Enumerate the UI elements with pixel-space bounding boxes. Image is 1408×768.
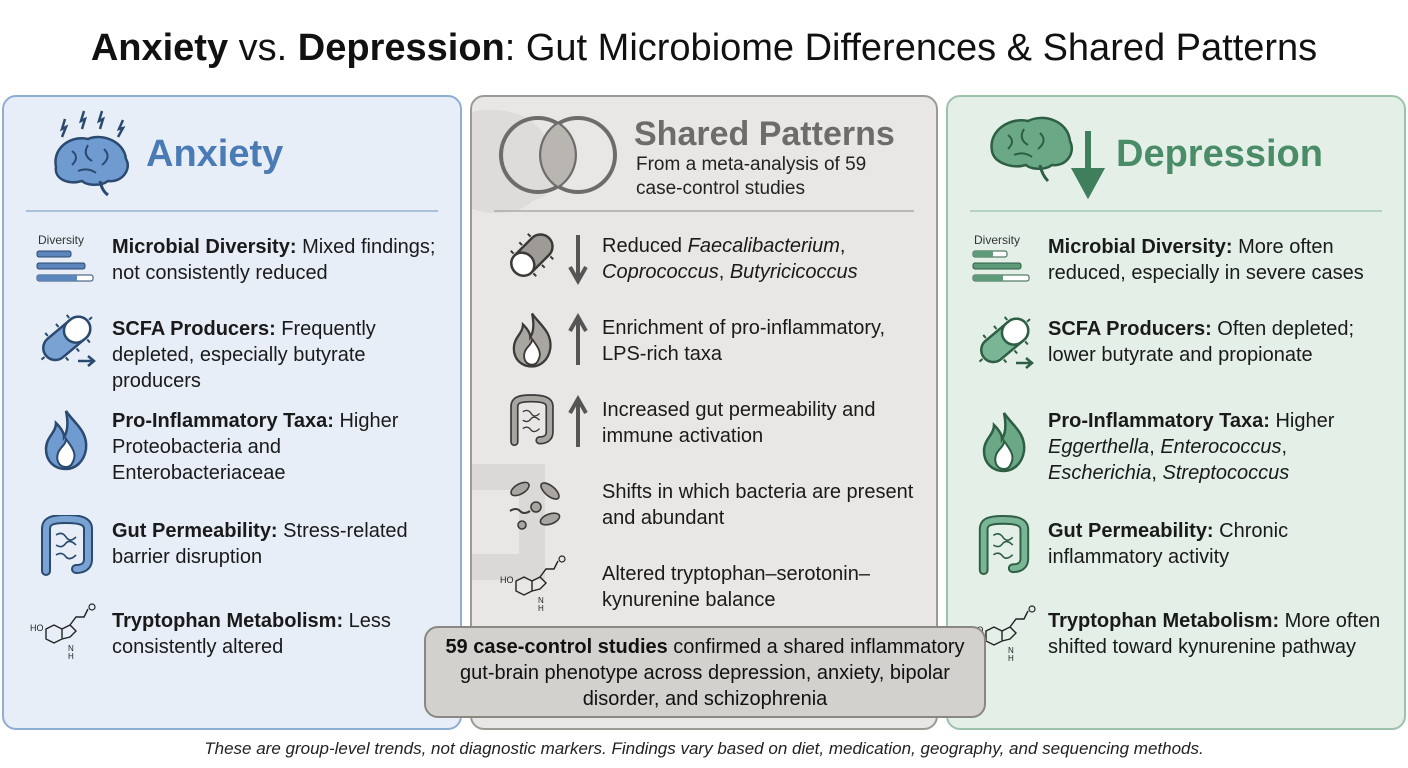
shared-heading: Shared Patterns [634, 115, 895, 153]
anxiety-item-inflammatory: Pro-Inflammatory Taxa: Higher Proteobact… [112, 410, 399, 484]
svg-text:HO: HO [30, 623, 44, 633]
anxiety-item-tryptophan: Tryptophan Metabolism: Less consistently… [112, 610, 391, 658]
svg-text:H: H [1008, 654, 1014, 663]
anxiety-item-scfa: SCFA Producers: Frequently depleted, esp… [112, 318, 376, 392]
shared-item-reduced: Reduced Faecalibacterium,Coprococcus, Bu… [602, 235, 858, 283]
svg-text:HO: HO [500, 575, 514, 585]
background-brain-gut-illustration [472, 109, 558, 580]
shared-item-tryptophan: Altered tryptophan–serotonin–kynurenine … [602, 563, 870, 611]
footer-disclaimer: These are group-level trends, not diagno… [204, 739, 1204, 758]
page-title: Anxiety vs. Depression: Gut Microbiome D… [0, 26, 1408, 70]
flame-icon [512, 312, 552, 368]
flame-icon [44, 410, 88, 471]
down-arrow-icon [568, 235, 588, 285]
meta-analysis-callout: 59 case-control studies confirmed a shar… [424, 626, 986, 718]
svg-text:N: N [1008, 646, 1014, 655]
flame-icon [982, 412, 1026, 473]
shared-divider [494, 210, 914, 212]
shared-item-enrichment: Enrichment of pro-inflammatory, LPS-rich… [602, 317, 886, 365]
tryptophan-molecule-icon: HO N H [30, 603, 96, 661]
anxiety-divider [26, 210, 438, 212]
intestine-icon [510, 394, 554, 447]
svg-text:N: N [538, 596, 544, 605]
shared-item-shifts: Shifts in which bacteria are present and… [602, 481, 914, 529]
anxiety-heading: Anxiety [146, 133, 284, 175]
title-rest: : Gut Microbiome Differences & Shared Pa… [504, 27, 1318, 69]
bacterium-arrow-icon [978, 316, 1034, 369]
diversity-bars-icon [36, 250, 94, 282]
brain-lightning-icon [54, 110, 129, 197]
anxiety-item-diversity: Microbial Diversity: Mixed findings; not… [112, 236, 436, 284]
svg-text:H: H [68, 652, 74, 661]
up-arrow-icon [568, 313, 588, 365]
venn-diagram-icon [499, 116, 617, 194]
depression-item-tryptophan: Tryptophan Metabolism: More often shifte… [1048, 610, 1381, 658]
diversity-bars-icon [972, 250, 1030, 282]
diversity-icon-label: Diversity [974, 233, 1021, 247]
title-depression: Depression [297, 27, 505, 69]
anxiety-item-permeability: Gut Permeability: Stress-related barrier… [112, 520, 408, 568]
depression-item-permeability: Gut Permeability: Chronic inflammatory a… [1048, 520, 1289, 568]
intestine-icon [41, 515, 93, 576]
depression-panel: Depression Diversity Microbial Diversity… [946, 95, 1406, 730]
shared-panel: Shared Patterns From a meta-analysis of … [470, 95, 938, 730]
diversity-icon-label: Diversity [38, 233, 85, 247]
bacterium-arrow-icon [40, 314, 96, 367]
depression-heading: Depression [1116, 133, 1323, 175]
depression-divider [970, 210, 1382, 212]
svg-text:H: H [538, 604, 544, 613]
title-vs: vs. [228, 27, 298, 69]
up-arrow-icon [568, 395, 588, 447]
depression-item-scfa: SCFA Producers: Often depleted; lower bu… [1048, 318, 1355, 366]
depression-item-diversity: Microbial Diversity: More often reduced,… [1048, 236, 1364, 284]
bacterium-icon [510, 233, 554, 277]
svg-text:N: N [68, 644, 74, 653]
anxiety-panel: Anxiety Diversity Microbial Diversity: M… [2, 95, 462, 730]
title-anxiety: Anxiety [90, 27, 229, 69]
bacteria-cluster-icon [509, 481, 561, 530]
shared-item-permeability: Increased gut permeability and immune ac… [602, 399, 876, 447]
brain-down-arrow-icon [990, 116, 1106, 200]
tryptophan-molecule-icon: HO N H [500, 555, 566, 613]
shared-subheading: From a meta-analysis of 59 case-control … [636, 154, 867, 199]
intestine-icon [978, 515, 1030, 576]
